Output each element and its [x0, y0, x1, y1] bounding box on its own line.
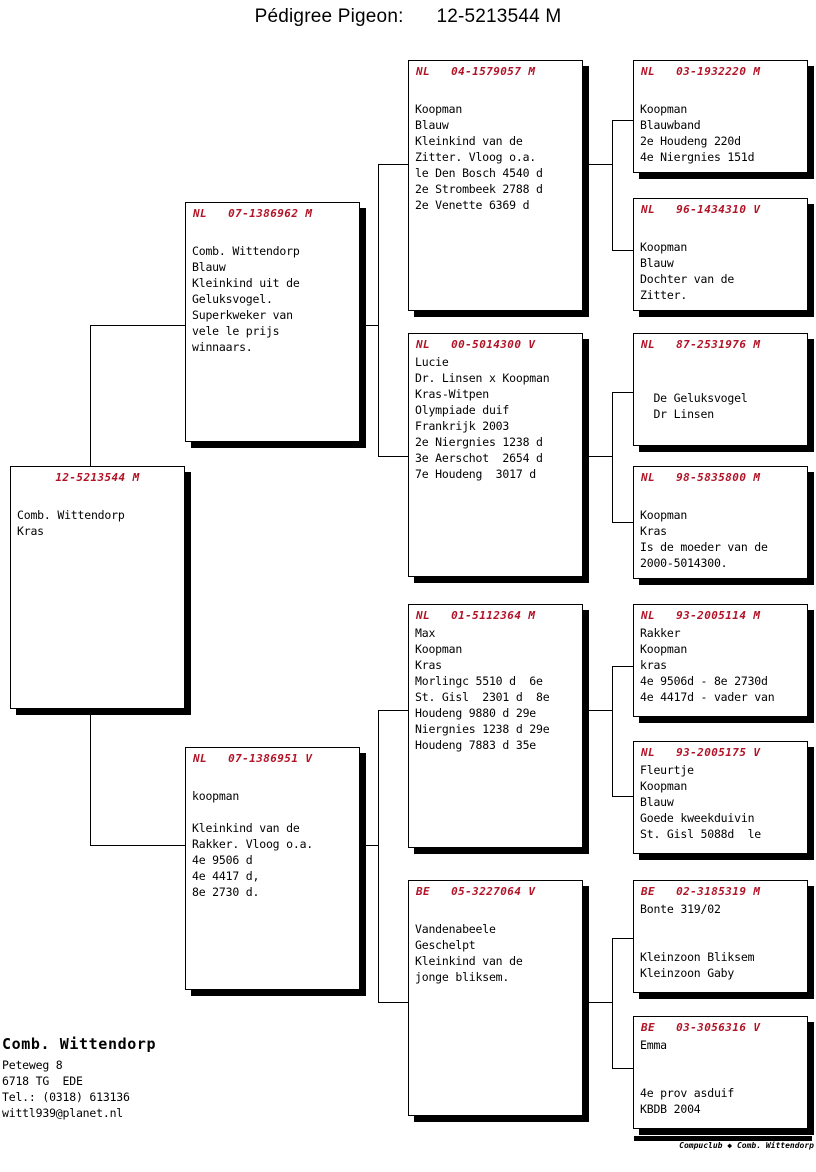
owner-contact-details: Peteweg 8 6718 TG EDE Tel.: (0318) 61313… — [2, 1058, 130, 1120]
box-frame: BE 03-3056316 V Emma 4e prov asduif KBDB… — [633, 1016, 808, 1129]
pedigree-box-gen4-4[interactable]: NL 98-5835800 M Koopman Kras Is de moede… — [633, 466, 814, 585]
connector-gen3-4-gen4-stub-8 — [612, 1068, 633, 1069]
box-body-text: Koopman Kras Is de moeder van de 2000-50… — [640, 508, 768, 570]
connector-subject-gen2-top-stub — [90, 325, 186, 326]
box-body-text: De Geluksvogel Dr Linsen — [653, 391, 748, 421]
box-body-text: Comb. Wittendorp Kras — [17, 508, 125, 538]
pedigree-box-gen4-6[interactable]: NL 93-2005175 V Fleurtje Koopman Blauw G… — [633, 741, 814, 860]
pedigree-box-gen3-1[interactable]: NL 04-1579057 M Koopman Blauw Kleinkind … — [408, 60, 589, 317]
box-body-text: Fleurtje Koopman Blauw Goede kweekduivin… — [640, 763, 762, 841]
box-body-text: koopman Kleinkind van de Rakker. Vloog o… — [192, 789, 314, 899]
box-header-ring-number: NL 96-1434310 V — [641, 203, 761, 216]
connector-gen3-3-in — [589, 710, 612, 711]
pedigree-box-gen4-8[interactable]: BE 03-3056316 V Emma 4e prov asduif KBDB… — [633, 1016, 814, 1135]
pedigree-box-gen4-2[interactable]: NL 96-1434310 V Koopman Blauw Dochter va… — [633, 198, 814, 317]
box-body-text: Bonte 319/02 Kleinzoon Bliksem Kleinzoon… — [640, 902, 755, 980]
connector-gen2top-gen3-stub-1 — [378, 164, 409, 165]
box-body-text: Koopman Blauw Kleinkind van de Zitter. V… — [415, 102, 543, 212]
connector-gen3-2-gen4-vertical — [612, 392, 613, 522]
connector-gen2bot-gen3-vertical — [378, 710, 379, 1002]
box-frame: NL 04-1579057 M Koopman Blauw Kleinkind … — [408, 60, 583, 311]
box-header-ring-number: NL 03-1932220 M — [641, 65, 761, 78]
box-header-ring-number: NL 93-2005175 V — [641, 746, 761, 759]
connector-gen3-2-in — [589, 456, 612, 457]
box-header-ring-number: NL 98-5835800 M — [641, 471, 761, 484]
pedigree-box-gen3-2[interactable]: NL 00-5014300 V Lucie Dr. Linsen x Koopm… — [408, 333, 589, 583]
box-frame: NL 93-2005114 M Rakker Koopman kras 4e 9… — [633, 604, 808, 717]
box-body-text: Lucie Dr. Linsen x Koopman Kras-Witpen O… — [415, 355, 550, 481]
box-header-ring-number: NL 87-2531976 M — [641, 338, 761, 351]
pedigree-box-gen4-7[interactable]: BE 02-3185319 M Bonte 319/02 Kleinzoon B… — [633, 880, 814, 999]
box-header-ring-number: 12-5213544 M — [55, 471, 140, 484]
pedigree-box-gen4-5[interactable]: NL 93-2005114 M Rakker Koopman kras 4e 9… — [633, 604, 814, 723]
box-frame: NL 07-1386951 V koopman Kleinkind van de… — [185, 747, 360, 990]
box-body-text: Max Koopman Kras Morlingc 5510 d 6e St. … — [415, 626, 550, 752]
connector-gen3-1-gen4-stub-1 — [612, 120, 633, 121]
box-frame: NL 93-2005175 V Fleurtje Koopman Blauw G… — [633, 741, 808, 854]
box-body-text: Comb. Wittendorp Blauw Kleinkind uit de … — [192, 244, 300, 354]
connector-gen2bot-gen3-stub-3 — [378, 710, 409, 711]
pedigree-box-gen2-dam[interactable]: NL 07-1386951 V koopman Kleinkind van de… — [185, 747, 366, 996]
pedigree-box-gen4-1[interactable]: NL 03-1932220 M Koopman Blauwband 2e Hou… — [633, 60, 814, 179]
connector-gen3-2-gen4-stub-4 — [612, 522, 633, 523]
box-frame: NL 01-5112364 M Max Koopman Kras Morling… — [408, 604, 583, 848]
box-body-text: Koopman Blauwband 2e Houdeng 220d 4e Nie… — [640, 102, 755, 164]
owner-name: Comb. Wittendorp — [2, 1035, 157, 1053]
connector-gen3-3-gen4-stub-6 — [612, 796, 633, 797]
connector-gen3-1-in — [589, 164, 612, 165]
pedigree-box-gen4-3[interactable]: NL 87-2531976 M De Geluksvogel Dr Linsen — [633, 333, 814, 452]
box-frame: NL 98-5835800 M Koopman Kras Is de moede… — [633, 466, 808, 579]
connector-gen3-3-gen4-stub-5 — [612, 666, 633, 667]
connector-gen3-3-gen4-vertical — [612, 666, 613, 796]
box-header-ring-number: BE 03-3056316 V — [641, 1021, 761, 1034]
connector-subject-gen2-bottom-stub — [90, 845, 186, 846]
connector-gen3-4-gen4-stub-7 — [612, 938, 633, 939]
box-frame: NL 07-1386962 M Comb. Wittendorp Blauw K… — [185, 202, 360, 442]
box-header-ring-number: NL 00-5014300 V — [416, 338, 536, 351]
connector-gen3-1-gen4-vertical — [612, 120, 613, 250]
box-header-ring-number: NL 01-5112364 M — [416, 609, 536, 622]
box-header-ring-number: NL 93-2005114 M — [641, 609, 761, 622]
box-header-ring-number: NL 04-1579057 M — [416, 65, 536, 78]
connector-gen2bot-in — [360, 845, 378, 846]
box-header-ring-number: NL 07-1386951 V — [193, 752, 313, 765]
connector-gen2top-in — [360, 325, 378, 326]
box-frame: NL 03-1932220 M Koopman Blauwband 2e Hou… — [633, 60, 808, 173]
box-body-text: Vandenabeele Geschelpt Kleinkind van de … — [415, 922, 523, 984]
box-header-ring-number: NL 07-1386962 M — [193, 207, 313, 220]
box-frame: NL 96-1434310 V Koopman Blauw Dochter va… — [633, 198, 808, 311]
connector-gen2top-gen3-vertical — [378, 164, 379, 456]
credit-bar — [634, 1136, 812, 1141]
connector-gen3-4-in — [589, 1002, 612, 1003]
box-frame: BE 05-3227064 V Vandenabeele Geschelpt K… — [408, 880, 583, 1116]
software-credit: Compuclub ◆ Comb. Wittendorp — [679, 1141, 814, 1150]
box-frame: NL 87-2531976 M De Geluksvogel Dr Linsen — [633, 333, 808, 446]
box-body-text: Emma 4e prov asduif KBDB 2004 — [640, 1038, 735, 1116]
connector-gen2top-gen3-stub-2 — [378, 456, 409, 457]
connector-gen3-2-gen4-stub-3 — [612, 392, 633, 393]
box-body-text: Koopman Blauw Dochter van de Zitter. — [640, 240, 735, 302]
pedigree-box-gen2-sire[interactable]: NL 07-1386962 M Comb. Wittendorp Blauw K… — [185, 202, 366, 448]
page-title: Pédigree Pigeon: 12-5213544 M — [254, 6, 562, 27]
connector-gen2bot-gen3-stub-4 — [378, 1002, 409, 1003]
pedigree-box-gen3-3[interactable]: NL 01-5112364 M Max Koopman Kras Morling… — [408, 604, 589, 854]
pedigree-box-gen3-4[interactable]: BE 05-3227064 V Vandenabeele Geschelpt K… — [408, 880, 589, 1122]
connector-gen3-4-gen4-vertical — [612, 938, 613, 1068]
connector-gen3-1-gen4-stub-2 — [612, 250, 633, 251]
box-header-ring-number: BE 02-3185319 M — [641, 885, 761, 898]
pedigree-box-subject[interactable]: 12-5213544 M Comb. Wittendorp Kras — [10, 466, 191, 715]
box-frame: BE 02-3185319 M Bonte 319/02 Kleinzoon B… — [633, 880, 808, 993]
box-frame: NL 00-5014300 V Lucie Dr. Linsen x Koopm… — [408, 333, 583, 577]
box-frame: 12-5213544 M Comb. Wittendorp Kras — [10, 466, 185, 709]
box-header-ring-number: BE 05-3227064 V — [416, 885, 536, 898]
box-body-text: Rakker Koopman kras 4e 9506d - 8e 2730d … — [640, 626, 775, 704]
